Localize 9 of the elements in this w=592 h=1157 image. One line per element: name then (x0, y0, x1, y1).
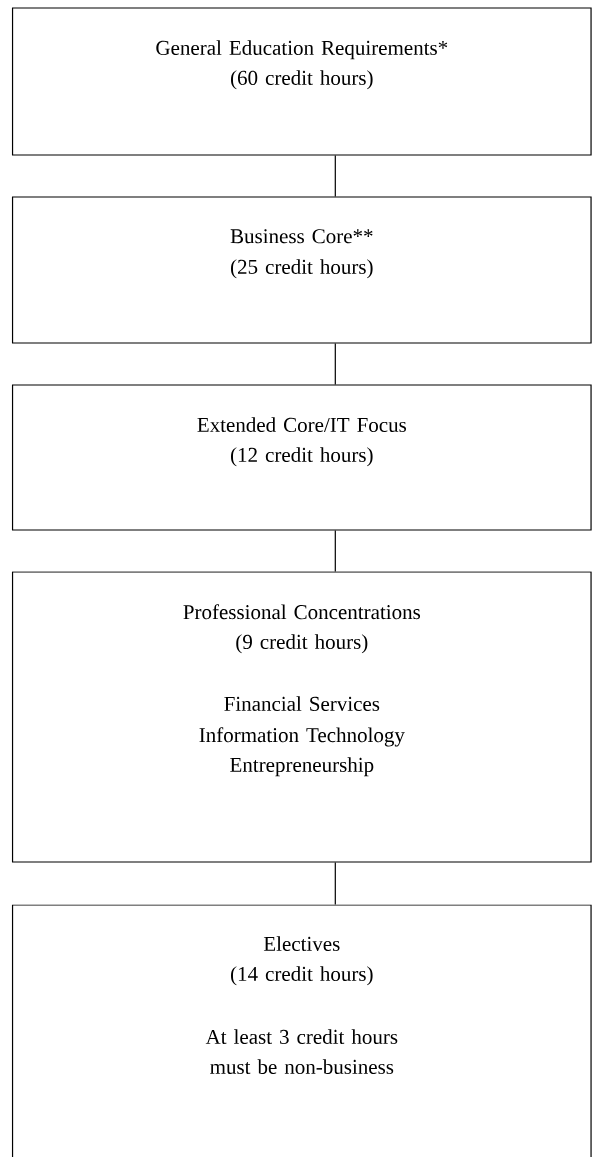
connector-line (334, 862, 336, 905)
process-box: Professional Concentrations (9 credit hours) Financial Services Information Technology Entrepreneurship (11, 571, 592, 863)
process-box: Electives (14 credit hours) At least 3 credit hours must be non-business (11, 904, 592, 1157)
process-box: Business Core** (25 credit hours) (11, 196, 592, 344)
process-box: General Education Requirements* (60 credit hours) (11, 7, 592, 156)
connector-line (334, 530, 336, 572)
process-box: Extended Core/IT Focus (12 credit hours) (11, 384, 592, 531)
connector-line (334, 343, 336, 385)
connector-line (334, 155, 336, 197)
